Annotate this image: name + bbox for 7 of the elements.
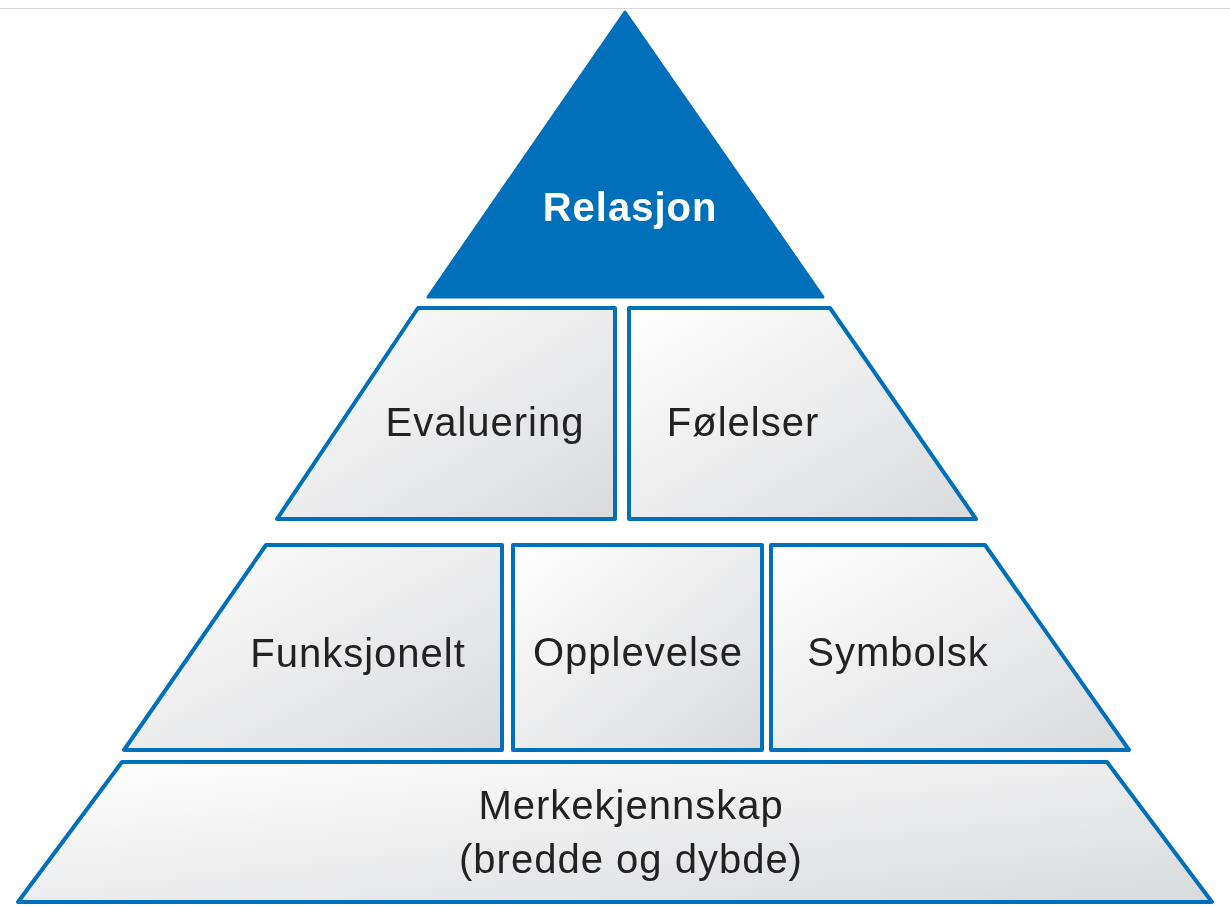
tier-label: Opplevelse xyxy=(532,629,744,676)
tier-label: Relasjon xyxy=(542,184,718,231)
tier-label: Følelser xyxy=(666,399,820,446)
tier-label: Funksjonelt xyxy=(250,630,466,677)
tier-label: Symbolsk xyxy=(807,629,989,676)
tier-label: Evaluering xyxy=(385,399,585,446)
tier-label: Merkekjennskap (bredde og dybde) xyxy=(458,782,804,883)
